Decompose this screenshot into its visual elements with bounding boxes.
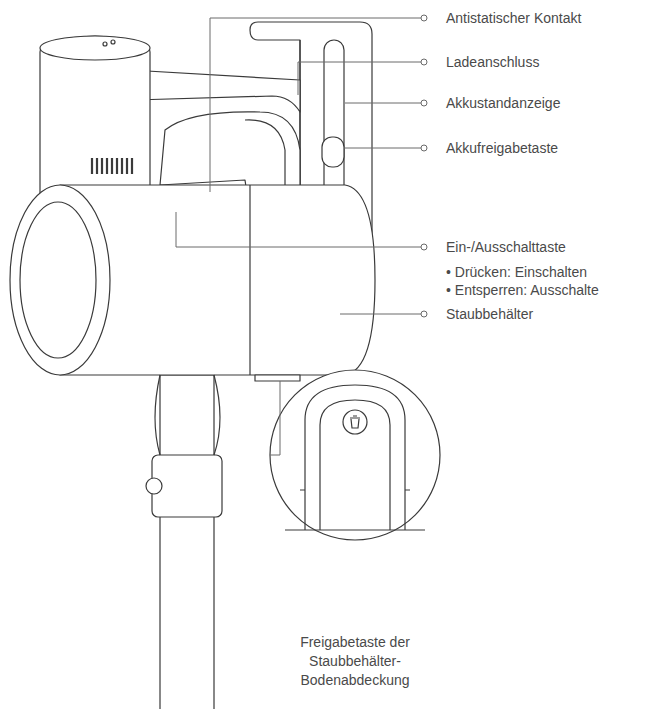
vent-slot [116,158,118,174]
vent-slot [106,158,108,174]
vent-slot [96,158,98,174]
leader-dot [421,15,427,21]
zoom-clips [300,489,410,490]
leader-dot [421,59,427,65]
motor-cap [40,36,150,60]
caption-label: Freigabetaste der Staubbehälter- Bodenab… [265,633,445,690]
part-label: Ein-/Ausschalttaste [446,238,566,256]
zoom-cover-outer [305,385,405,530]
motor-cylinder [40,36,150,205]
cap-dot [111,40,115,44]
vent-slot [111,158,113,174]
vent-slot [126,158,128,174]
handle-top [130,70,300,112]
leader-dot [421,145,427,151]
tube [160,375,214,709]
part-label: Staubbehälter [446,305,533,323]
trash-icon-ring [343,410,367,434]
bin-seam [249,185,250,375]
zoom-release-button [320,400,390,530]
leader-line [176,212,421,247]
body-front-inner [20,202,96,358]
vent-slot [131,158,133,174]
vent-slot [91,158,93,174]
part-label: Akkufreigabetaste [446,139,558,157]
battery-release [322,137,344,167]
leader-line [340,314,421,315]
neck [155,375,220,455]
leader-dot [421,311,427,317]
part-label: Antistatischer Kontakt [446,9,581,27]
leader-dot [421,244,427,250]
zoom-circle [270,370,440,540]
leader-dot [421,100,427,106]
leader-line [210,18,421,192]
leader-line [344,148,421,149]
zoom-edge [285,529,425,530]
note-text: • Drücken: Einschalten [446,263,587,281]
bin-release [255,375,300,381]
note-text: • Entsperren: Ausschalte [446,281,599,299]
part-label: Ladeanschluss [446,53,539,71]
leader-line [345,103,421,104]
leader-line [270,381,280,455]
vent-slot [121,158,123,174]
part-label: Akkustandanzeige [446,94,560,112]
cap-dot [103,42,107,46]
trash-icon [350,416,360,428]
tube-button [146,478,162,494]
body-front [10,185,110,375]
vent-slot [101,158,103,174]
leader-line [298,62,421,95]
